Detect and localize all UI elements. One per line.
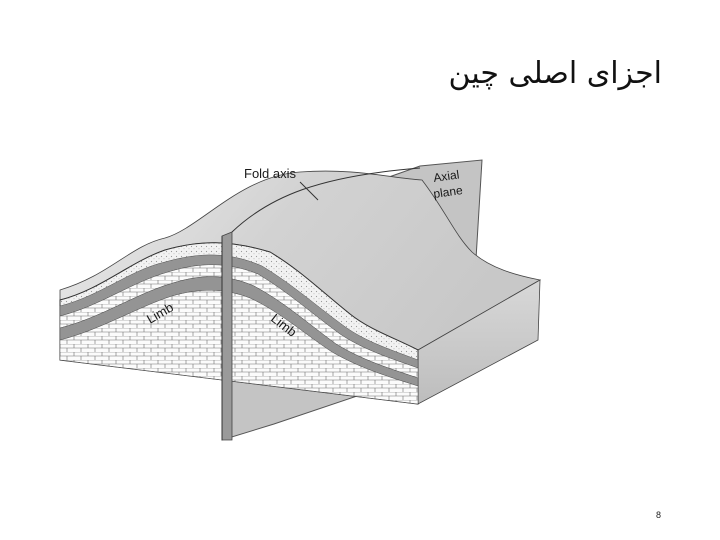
fold-axis-leader [299, 181, 319, 201]
slide-title: اجزای اصلی چین [448, 56, 662, 91]
fold-axis-line [231, 167, 421, 233]
stratum-band-bricks-2 [59, 289, 419, 405]
slide-number: 8 [656, 510, 662, 520]
axial-plane-label-line1: Axial [432, 167, 460, 184]
axial-plane-label-line2: plane [432, 183, 463, 201]
axial-plane-front [221, 231, 233, 441]
fold-axis-label: Fold axis [244, 166, 297, 181]
